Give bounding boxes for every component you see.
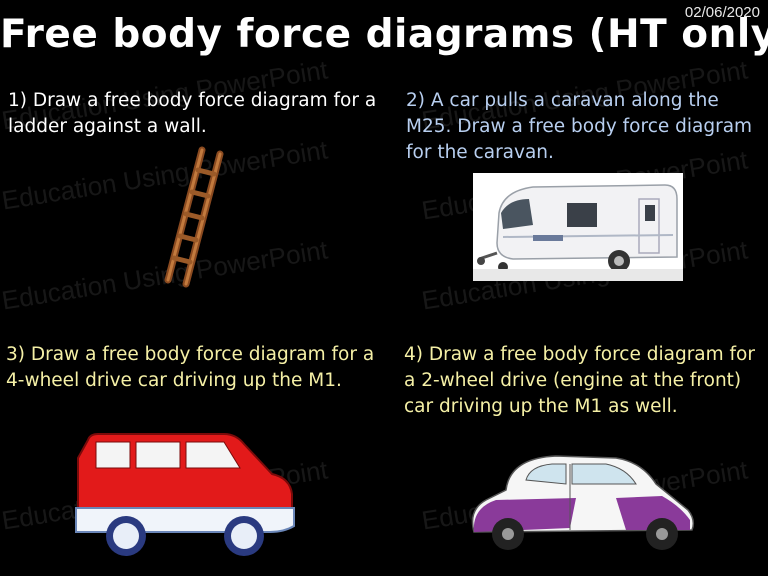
question-4: 4) Draw a free body force diagram for a … [404,344,755,417]
date-stamp: 02/06/2020 [684,4,760,21]
question-2: 2) A car pulls a caravan along the M25. … [406,90,753,163]
ladder-picture [164,146,224,288]
purple-car-picture [471,455,695,550]
caravan-picture [473,173,683,281]
red-car-picture [75,433,295,556]
question-1: 1) Draw a free body force diagram for a … [8,90,377,137]
slide-title: Free body force diagrams (HT only) [0,12,768,57]
question-3: 3) Draw a free body force diagram for a … [6,344,375,391]
